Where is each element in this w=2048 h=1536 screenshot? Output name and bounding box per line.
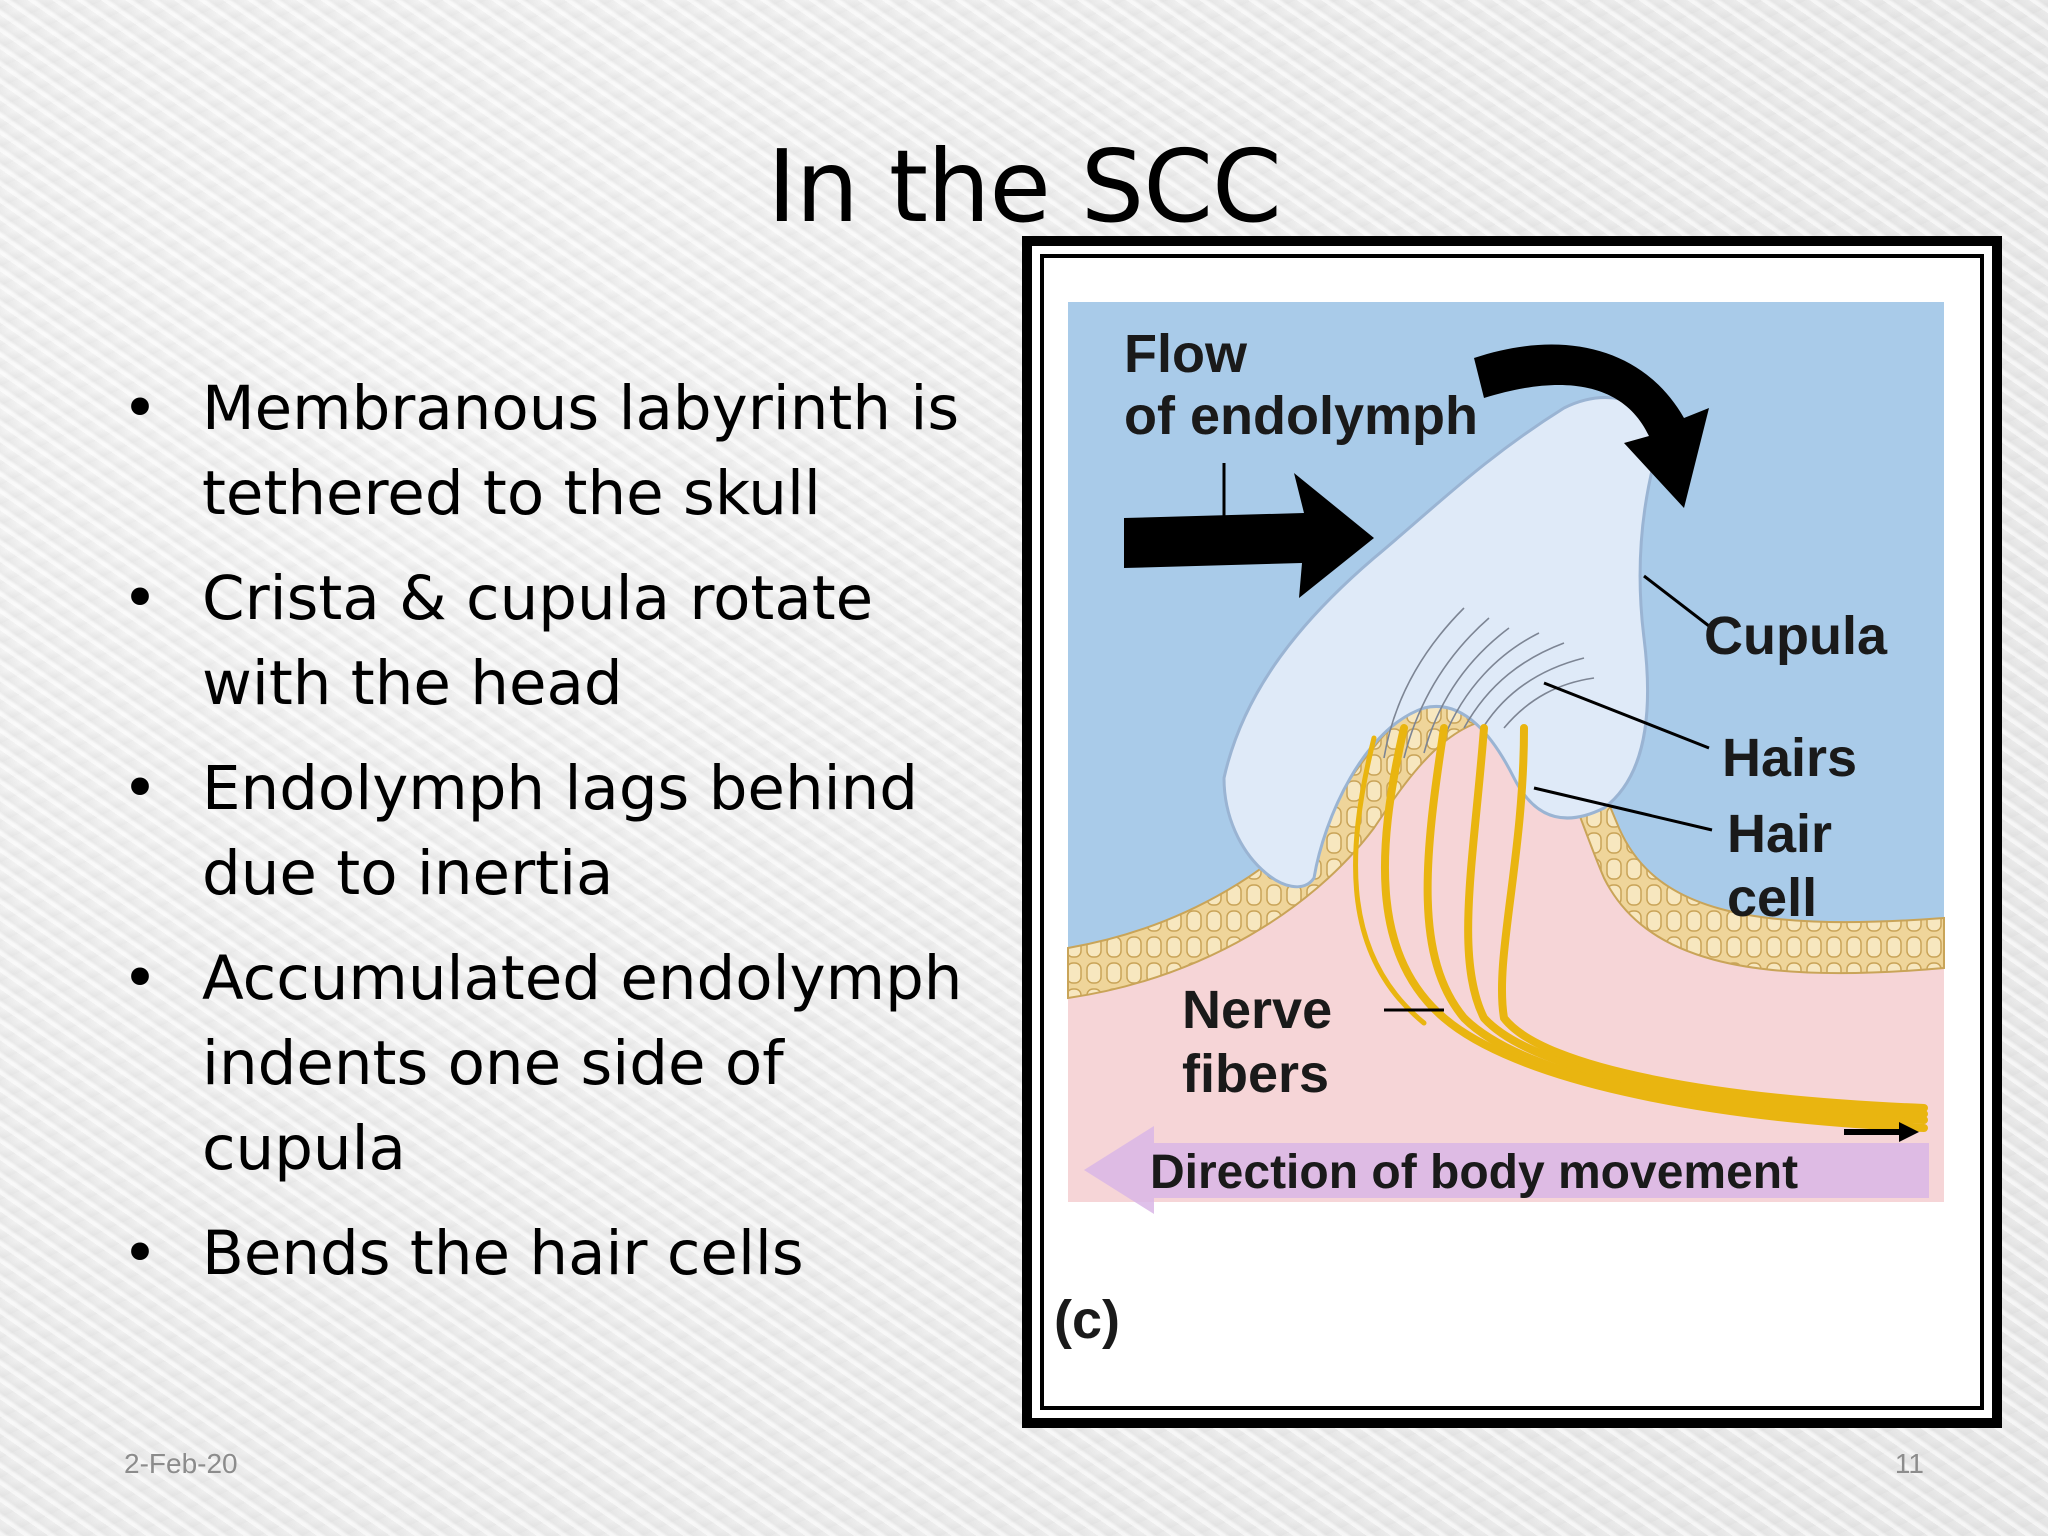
label-hairs: Hairs [1722,728,1857,788]
cupula-shape [1222,396,1666,889]
bullet-dot: • [122,373,158,444]
bullet-item: • Endolymph lags behind due to inertia [118,746,998,916]
bullet-text: Endolymph lags behind due to inertia [202,753,918,909]
bullet-item: • Bends the hair cells [118,1211,998,1296]
label-nerve-2: fibers [1182,1044,1329,1104]
bullet-list: • Membranous labyrinth is tethered to the… [118,366,998,1316]
slide-title: In the SCC [767,128,1282,245]
bullet-item: • Accumulated endolymph indents one side … [118,936,998,1191]
bullet-dot: • [122,563,158,634]
label-nerve-1: Nerve [1182,980,1332,1040]
bullet-dot: • [122,1218,158,1289]
label-hair-cell-2: cell [1727,868,1817,928]
label-panel: (c) [1054,1290,1120,1350]
cupula-diagram: Flow of endolymph Cupula Hairs Hair cell… [1054,302,1945,1350]
small-arrow [1844,1122,1919,1142]
label-hair-cell-1: Hair [1727,804,1832,864]
figure-frame: Flow of endolymph Cupula Hairs Hair cell… [1022,236,2002,1428]
flow-arrow-in [1124,473,1374,598]
nerve-fibers [1353,724,1928,1132]
figure-mat: Flow of endolymph Cupula Hairs Hair cell… [1032,246,1992,1418]
label-flow-2: of endolymph [1124,386,1478,446]
bullet-text: Accumulated endolymph indents one side o… [202,943,963,1184]
label-flow-1: Flow [1124,324,1248,384]
hairs-leader-line [1543,681,1710,750]
bullet-text: Bends the hair cells [202,1218,804,1289]
cupula-leader-line [1643,574,1710,628]
label-cupula: Cupula [1704,606,1888,666]
footer-page-number: 11 [1894,1448,1924,1479]
bullet-text: Crista & cupula rotate with the head [202,563,874,719]
bullet-dot: • [122,753,158,824]
bullet-item: • Membranous labyrinth is tethered to the… [118,366,998,536]
footer-date: 2-Feb-20 [124,1448,238,1479]
flow-arrow-out [1474,344,1709,508]
label-direction: Direction of body movement [1150,1146,1798,1199]
bullet-text: Membranous labyrinth is tethered to the … [202,373,960,529]
figure-panel: Flow of endolymph Cupula Hairs Hair cell… [1040,254,1984,1410]
direction-arrow [1084,1126,1929,1214]
hair-bundles [1383,607,1595,759]
haircell-leader-line [1533,786,1713,832]
bullet-dot: • [122,943,158,1014]
bullet-item: • Crista & cupula rotate with the head [118,556,998,726]
